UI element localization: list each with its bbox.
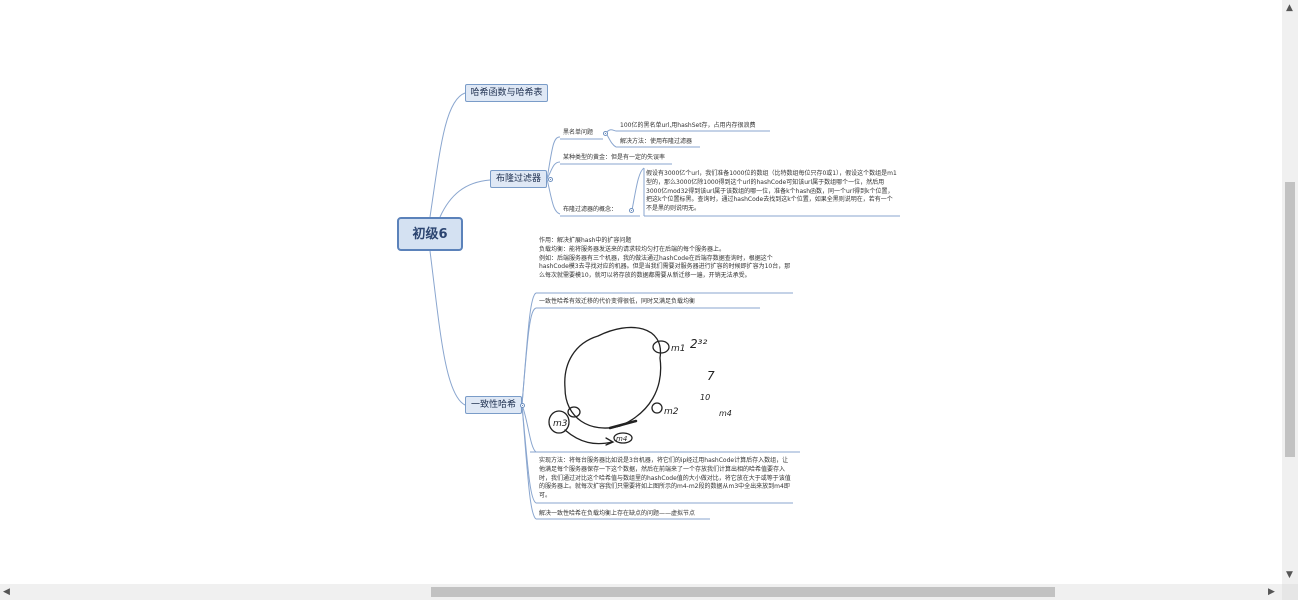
- vertical-scroll-thumb[interactable]: [1285, 182, 1295, 457]
- topic-consistent-hash[interactable]: 一致性哈希: [465, 396, 522, 414]
- label-m4: m4: [616, 435, 627, 443]
- label-m4-right: m4: [719, 409, 732, 418]
- hash-ring-sketch: m1 m2 m3 m4 2³² 7 10 m4: [548, 326, 732, 446]
- scroll-up-icon[interactable]: ▲: [1286, 3, 1293, 13]
- subtopic-virtual-node[interactable]: 解决一致性哈希在负载均衡上存在缺点的问题——虚拟节点: [539, 510, 696, 517]
- connector-consistent: [429, 250, 466, 406]
- collapse-blacklist-icon[interactable]: [603, 131, 608, 136]
- collapse-concept-icon[interactable]: [629, 208, 634, 213]
- collapse-consistent-icon[interactable]: [520, 403, 525, 408]
- central-topic[interactable]: 初级6: [397, 217, 463, 251]
- horizontal-scrollbar[interactable]: ◀ ▶: [0, 584, 1282, 600]
- mindmap-canvas[interactable]: 初级6 哈希函数与哈希表 布隆过滤器 一致性哈希 黑名单问题 100亿的黑名单u…: [0, 0, 1282, 584]
- label-m2: m2: [664, 407, 679, 417]
- connector-bloom: [439, 179, 491, 218]
- vertical-scrollbar[interactable]: ▲ ▼: [1282, 0, 1298, 584]
- label-power: 2³²: [690, 337, 707, 351]
- label-m3: m3: [553, 419, 568, 429]
- subtopic-concept[interactable]: 布隆过滤器的概念：: [563, 206, 618, 213]
- scrollbar-corner: [1282, 584, 1298, 600]
- label-m1: m1: [671, 344, 686, 354]
- subtopic-migration[interactable]: 一致性哈希有效迁移的代价变得很低，同时又满足负载均衡: [539, 298, 696, 305]
- subtopic-blacklist[interactable]: 黑名单问题: [563, 129, 594, 136]
- scroll-right-icon[interactable]: ▶: [1268, 587, 1275, 597]
- subtopic-intro[interactable]: 作用：解决扩展hash中的扩容问题 负载均衡：能将服务器发送来的请求较均匀打在后…: [539, 237, 791, 280]
- label-ten: 10: [700, 393, 710, 402]
- topic-bloom-filter[interactable]: 布隆过滤器: [490, 170, 547, 188]
- subtopic-typical[interactable]: 某种类型的黄金：但是有一定的失误率: [563, 154, 666, 161]
- connector-lines: [429, 92, 900, 520]
- subtopic-concept-text[interactable]: 假设有3000亿个url，我们准备1000位的数组（比特数组每位只存0或1），假…: [646, 170, 897, 213]
- label-seven: 7: [707, 369, 715, 383]
- subtopic-blacklist-detail[interactable]: 100亿的黑名单url,用hashSet存，占用内存很浪费: [620, 122, 756, 129]
- scroll-left-icon[interactable]: ◀: [3, 587, 10, 597]
- connector-hash: [429, 92, 466, 218]
- topic-hash-function[interactable]: 哈希函数与哈希表: [465, 84, 548, 102]
- subtopic-implementation[interactable]: 实现方法：将每台服务器比如说是3台机器，将它们的ip经过用hashCode计算后…: [539, 457, 791, 500]
- subtopic-solution[interactable]: 解决方法：使用布隆过滤器: [620, 138, 693, 145]
- scroll-down-icon[interactable]: ▼: [1286, 570, 1293, 580]
- horizontal-scroll-thumb[interactable]: [431, 587, 1055, 597]
- collapse-bloom-icon[interactable]: [548, 177, 553, 182]
